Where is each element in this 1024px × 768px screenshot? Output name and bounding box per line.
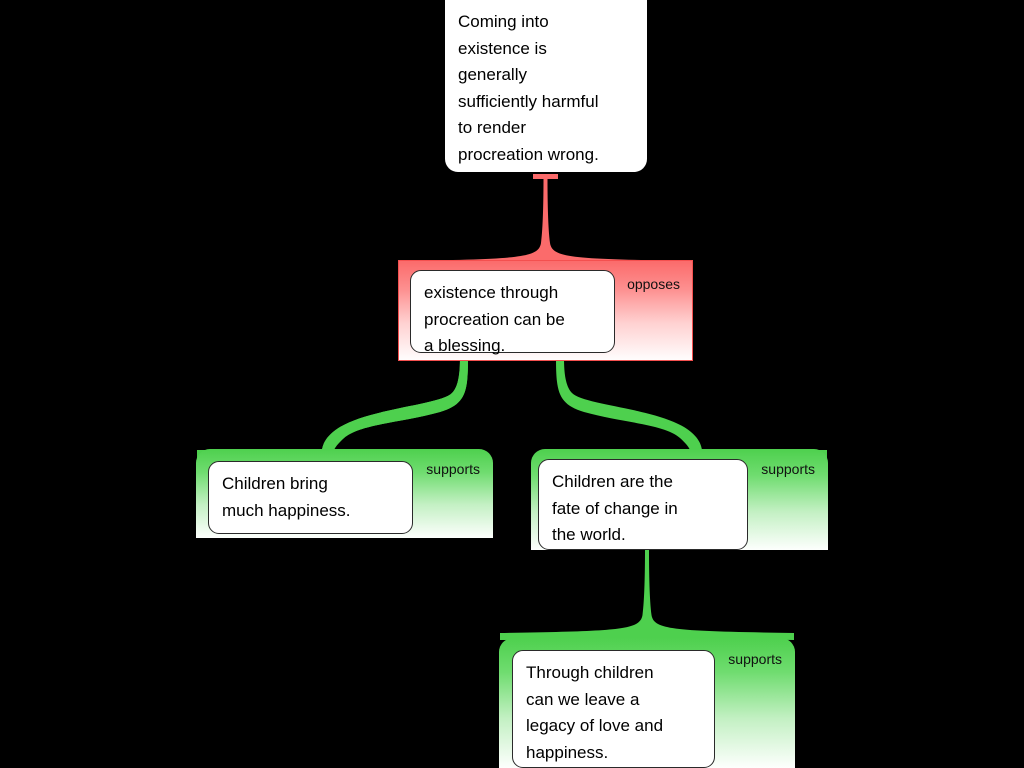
relation-label-supports-happiness: supports [426, 461, 480, 477]
reason-legacy-text: Through children can we leave a legacy o… [526, 663, 664, 762]
reason-change-text: Children are the fate of change in the w… [552, 472, 678, 544]
objection-text: existence through procreation can be a b… [424, 283, 565, 355]
node-reason-change-card[interactable]: Children are the fate of change in the w… [538, 459, 748, 550]
edge-supports-happiness-to-objection [197, 357, 468, 462]
edge-opposes-objection-to-root [399, 174, 692, 268]
relation-label-supports-change: supports [761, 461, 815, 477]
edge-supports-legacy-to-change [500, 550, 794, 640]
node-root-claim[interactable]: Coming into existence is generally suffi… [445, 0, 647, 172]
relation-label-supports-legacy: supports [728, 651, 782, 667]
node-objection-card[interactable]: existence through procreation can be a b… [410, 270, 615, 355]
edge-supports-change-to-objection [556, 357, 827, 462]
node-reason-legacy-card[interactable]: Through children can we leave a legacy o… [512, 650, 715, 768]
node-reason-happiness-card[interactable]: Children bring much happiness. [208, 461, 413, 534]
root-claim-text: Coming into existence is generally suffi… [458, 12, 599, 164]
reason-happiness-text: Children bring much happiness. [222, 474, 351, 520]
relation-label-opposes: opposes [627, 276, 680, 292]
